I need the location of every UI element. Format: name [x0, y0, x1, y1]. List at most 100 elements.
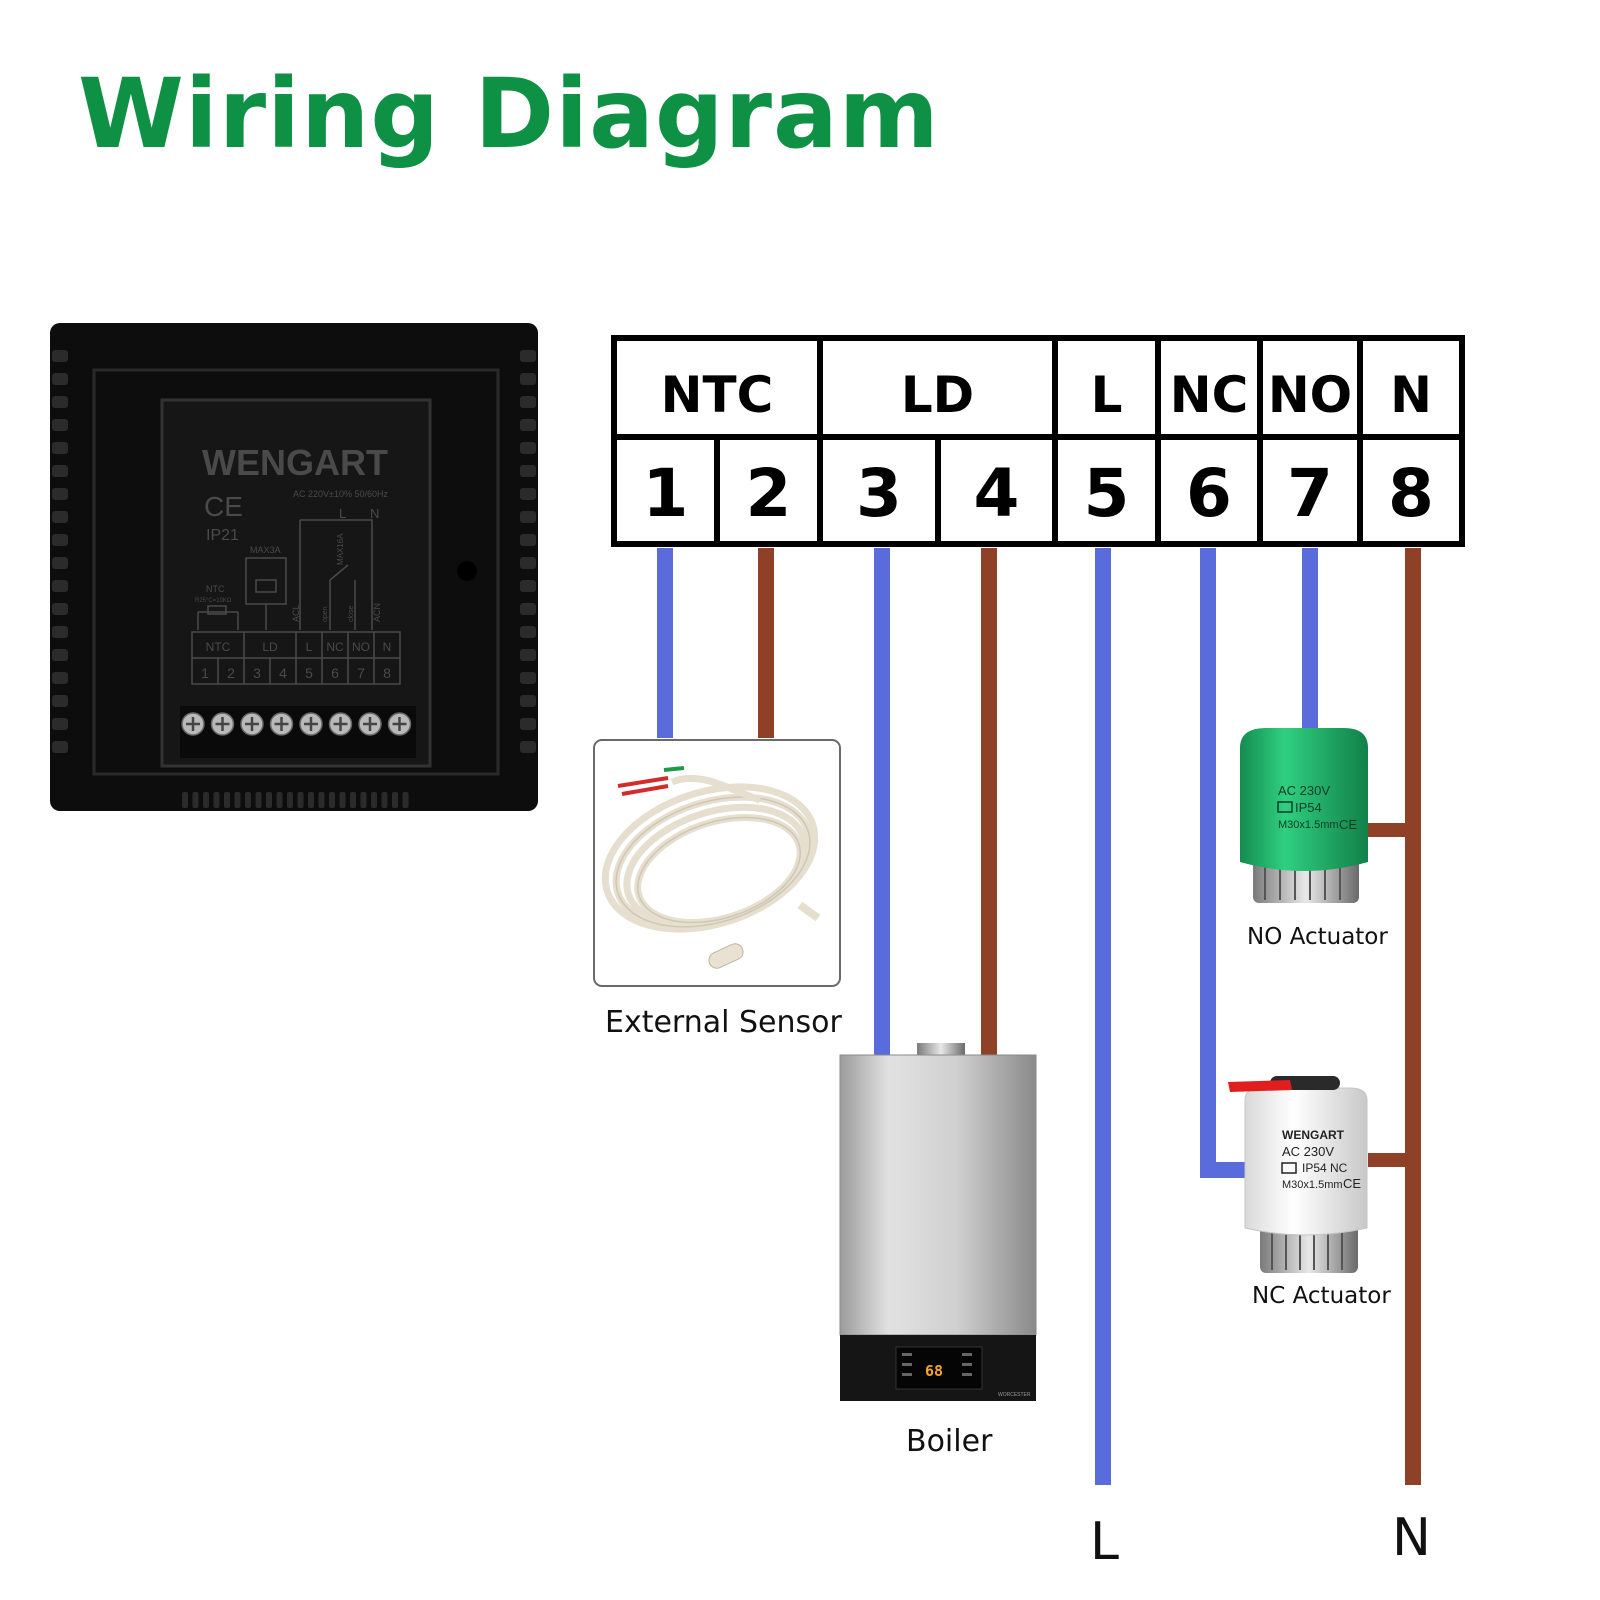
device-terminal-number: 7	[357, 665, 365, 681]
vent-slot	[255, 792, 262, 808]
wire-t6-blue	[1200, 548, 1250, 1178]
live-rail-label: L	[1090, 1512, 1119, 1572]
terminal-group-n: N	[1390, 366, 1432, 424]
bottom-vent-slots	[182, 792, 409, 808]
device-group-label: NC	[326, 640, 344, 654]
vent-slot	[520, 488, 536, 500]
vent-slot	[52, 419, 68, 431]
device-terminal-number: 4	[279, 665, 287, 681]
ip-rating: IP21	[206, 527, 239, 544]
vent-slot	[360, 792, 367, 808]
vent-slot	[192, 792, 199, 808]
vent-slot	[520, 695, 536, 707]
vent-slot	[520, 741, 536, 753]
device-group-label: L	[306, 640, 313, 654]
screw-terminals	[181, 712, 412, 736]
vent-slot	[520, 626, 536, 638]
vent-slot	[234, 792, 241, 808]
terminal-number-5: 5	[1084, 455, 1130, 532]
top-l-mark: L	[339, 506, 346, 521]
vent-slot	[329, 792, 335, 808]
vent-slot	[203, 792, 209, 808]
max16a-label: MAX16A	[336, 533, 345, 565]
vent-slot	[52, 741, 68, 753]
vent-slot	[52, 672, 68, 684]
no-actuator-print-1: AC 230V	[1278, 783, 1330, 798]
terminal-number-6: 6	[1186, 455, 1232, 532]
device-group-label: NTC	[206, 640, 231, 654]
vent-slot	[52, 718, 68, 730]
vent-slot	[520, 511, 536, 523]
right-vent-slots	[520, 350, 536, 753]
device-terminal-number: 3	[253, 665, 261, 681]
boiler-label: Boiler	[906, 1424, 993, 1459]
terminal-number-4: 4	[974, 455, 1020, 532]
no-actuator-label: NO Actuator	[1247, 924, 1388, 950]
vent-slot	[308, 792, 314, 808]
vent-slot	[52, 442, 68, 454]
nc-actuator-print-3: M30x1.5mm	[1282, 1179, 1343, 1191]
vent-slot	[276, 792, 283, 808]
vent-slot	[520, 718, 536, 730]
neutral-rail-label: N	[1392, 1508, 1431, 1568]
no-actuator-print-2: IP54	[1295, 800, 1322, 815]
vent-slot	[213, 792, 220, 808]
terminal-number-3: 3	[856, 455, 902, 532]
thermostat-back-panel: WENGART CE IP21 AC 220V±10% 50/60Hz L N …	[50, 323, 538, 811]
vent-slot	[52, 695, 68, 707]
boiler: 68 WORCESTER	[839, 1043, 1037, 1401]
vent-slot	[224, 792, 230, 808]
vent-slot	[52, 580, 68, 592]
vent-slot	[52, 511, 68, 523]
vent-slot	[520, 603, 536, 615]
vent-slot	[52, 534, 68, 546]
terminal-group-ld: LD	[901, 366, 974, 424]
no-actuator: AC 230V IP54 M30x1.5mm CE	[1240, 728, 1368, 903]
vent-slot	[339, 792, 346, 808]
vent-slot	[318, 792, 325, 808]
vent-slot	[52, 465, 68, 477]
boiler-body	[839, 1054, 1037, 1336]
nc-actuator-print-2: IP54 NC	[1302, 1161, 1348, 1175]
terminal-number-7: 7	[1287, 455, 1333, 532]
device-terminal-number: 2	[227, 665, 235, 681]
device-terminal-number: 6	[331, 665, 339, 681]
ntc-note: NTC	[206, 584, 225, 594]
vent-slot	[520, 534, 536, 546]
terminal-group-ntc: NTC	[661, 366, 774, 424]
terminal-number-1: 1	[643, 455, 689, 532]
device-terminal-number: 8	[383, 665, 391, 681]
device-terminal-number: 5	[305, 665, 313, 681]
no-actuator-body	[1240, 728, 1368, 871]
nc-actuator-brand: WENGART	[1282, 1128, 1345, 1142]
vent-slot	[520, 396, 536, 408]
terminal-block-frame	[611, 335, 1465, 547]
vent-slot	[52, 649, 68, 661]
vent-slot	[520, 557, 536, 569]
vent-slot	[52, 396, 68, 408]
external-sensor	[593, 739, 841, 987]
device-brand: WENGART	[202, 442, 388, 483]
top-n-mark: N	[370, 506, 379, 521]
sensor-probe	[708, 943, 744, 969]
terminal-group-l: L	[1091, 366, 1123, 424]
vent-slot	[52, 603, 68, 615]
terminal-cover	[160, 398, 432, 768]
vent-slot	[520, 672, 536, 684]
nc-actuator-nut	[1260, 1225, 1358, 1273]
terminal-group-nc: NC	[1170, 366, 1249, 424]
vent-slot	[266, 792, 272, 808]
nc-actuator-label: NC Actuator	[1252, 1283, 1391, 1309]
vent-slot	[350, 792, 356, 808]
nc-actuator: WENGART AC 230V IP54 NC M30x1.5mm CE	[1228, 1076, 1368, 1273]
vent-slot	[381, 792, 388, 808]
vent-slot	[520, 350, 536, 362]
vent-slot	[392, 792, 398, 808]
terminal-number-2: 2	[746, 455, 792, 532]
relay-label-acl: ACL	[291, 604, 301, 622]
vent-slot	[52, 557, 68, 569]
wires	[657, 548, 1421, 1485]
vent-slot	[520, 649, 536, 661]
